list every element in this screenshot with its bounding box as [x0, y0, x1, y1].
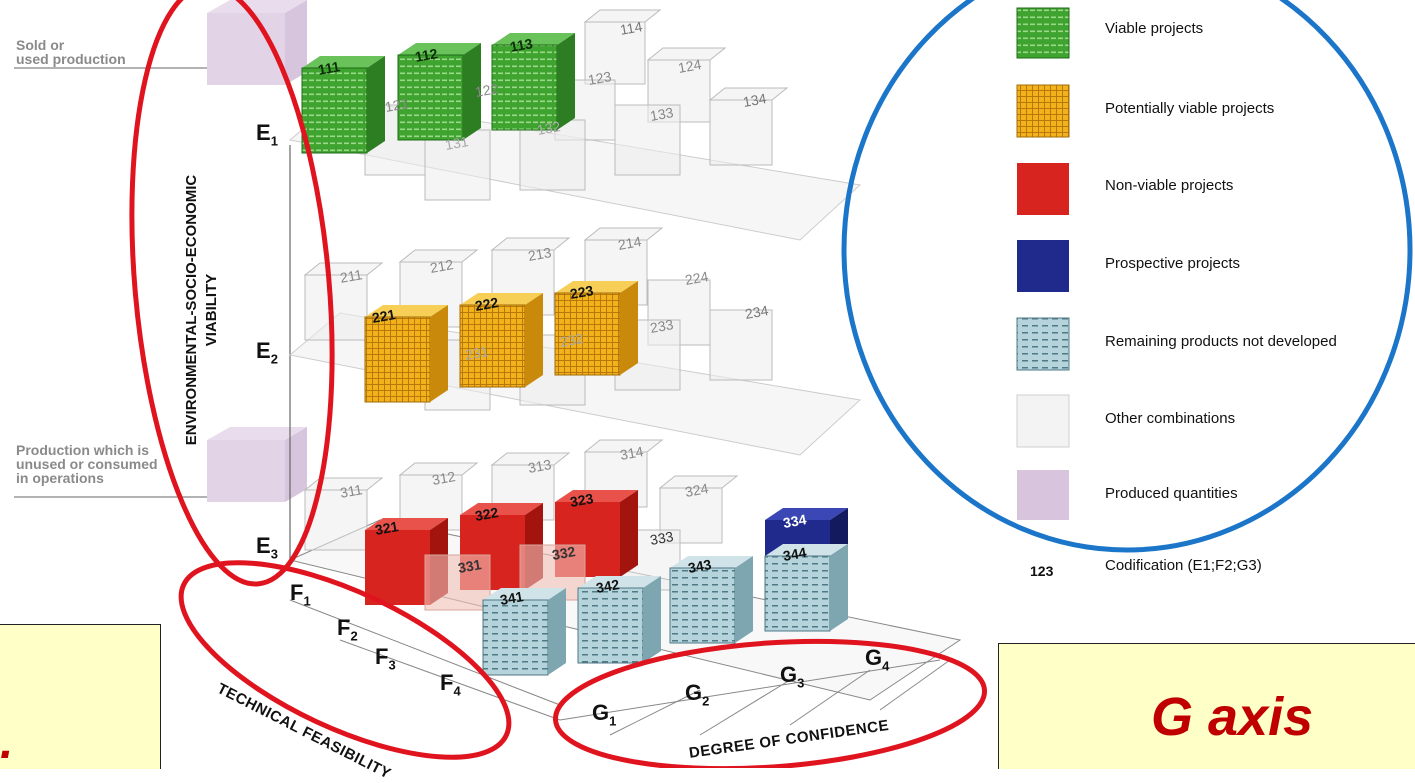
- g-level-2-sub: 2: [702, 693, 710, 709]
- f-level-1: F1: [290, 580, 311, 608]
- unused-label-line3: in operations: [16, 470, 104, 486]
- unused-label-line2: unused or consumed: [16, 456, 158, 472]
- g-level-3-letter: G: [780, 662, 798, 687]
- legend-swatches: [1016, 7, 1070, 520]
- g-level-2: G2: [685, 680, 709, 708]
- f-level-4: F4: [440, 670, 461, 698]
- g-level-3: G3: [780, 662, 804, 690]
- legend-other: Other combinations: [1105, 410, 1236, 427]
- e-level-2-letter: E: [256, 338, 271, 363]
- f-level-2-sub: 2: [350, 628, 358, 644]
- f-level-2: F2: [337, 615, 358, 643]
- unused-label: Production which is unused or consumed i…: [16, 443, 158, 485]
- sold-label-line1: Sold or: [16, 37, 65, 53]
- f-level-4-letter: F: [440, 670, 454, 695]
- g-level-3-sub: 3: [797, 675, 805, 691]
- legend-potentially-viable: Potentially viable projects: [1105, 100, 1275, 117]
- e-level-2: E2: [256, 338, 278, 366]
- f-level-3: F3: [375, 644, 396, 672]
- annotation-ellipses: [129, 0, 1413, 768]
- legend-viable: Viable projects: [1105, 20, 1204, 37]
- e-level-1: E1: [256, 120, 278, 148]
- left-callout-box: .: [0, 624, 161, 769]
- f-level-3-sub: 3: [388, 657, 396, 673]
- e-level-2-sub: 2: [270, 351, 278, 367]
- g-level-4: G4: [865, 645, 889, 673]
- f-level-3-letter: F: [375, 644, 389, 669]
- f-level-1-sub: 1: [303, 593, 311, 609]
- sold-label-line2: used production: [16, 51, 126, 67]
- e-level-1-sub: 1: [270, 133, 278, 149]
- left-callout-text: .: [0, 716, 14, 769]
- e-level-3-letter: E: [256, 533, 271, 558]
- e1-viable-cubes: [301, 33, 575, 154]
- g-level-4-sub: 4: [882, 658, 890, 674]
- right-callout-box: G axis: [998, 643, 1415, 769]
- e1-ghost-cubes: [364, 9, 789, 201]
- e-axis-title-line2: VIABILITY: [203, 273, 220, 347]
- legend-code-sample: 123: [1030, 563, 1054, 579]
- legend-remaining: Remaining products not developed: [1105, 333, 1337, 350]
- e2-potential-cubes: [364, 281, 638, 403]
- legend-non-viable: Non-viable projects: [1105, 177, 1234, 194]
- f-level-2-letter: F: [337, 615, 351, 640]
- produced-cube-sold: [207, 0, 307, 85]
- g-level-4-letter: G: [865, 645, 883, 670]
- g-level-2-letter: G: [685, 680, 703, 705]
- e-axis-title: ENVIRONMENTAL-SOCIO-ECONOMIC VIABILITY: [182, 90, 230, 530]
- e-axis-title-line1: ENVIRONMENTAL-SOCIO-ECONOMIC: [183, 174, 200, 446]
- g-level-1-sub: 1: [609, 713, 617, 729]
- g-level-1: G1: [592, 700, 616, 728]
- right-callout-text: G axis: [1151, 687, 1314, 747]
- e-level-3: E3: [256, 533, 278, 561]
- f-level-1-letter: F: [290, 580, 304, 605]
- e-level-3-sub: 3: [270, 546, 278, 562]
- produced-cube-unused: [207, 427, 307, 502]
- legend-prospective: Prospective projects: [1105, 255, 1241, 272]
- legend-code-label: Codification (E1;F2;G3): [1105, 557, 1262, 574]
- g-level-1-letter: G: [592, 700, 610, 725]
- e3-nonviable-cubes: [365, 490, 638, 605]
- e3-remaining-cubes: [482, 544, 848, 676]
- sold-label: Sold or used production: [16, 38, 126, 66]
- unused-label-line1: Production which is: [16, 442, 150, 458]
- f-level-4-sub: 4: [453, 683, 461, 699]
- legend-produced: Produced quantities: [1105, 485, 1238, 502]
- e-level-1-letter: E: [256, 120, 271, 145]
